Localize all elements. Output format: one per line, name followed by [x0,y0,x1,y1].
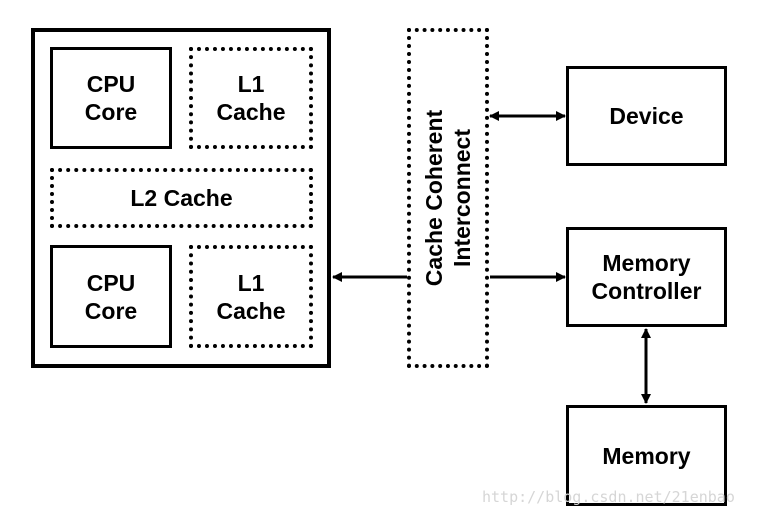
l1-cache-top-line2: Cache [216,99,286,125]
cpu-core-top: CPU Core [50,47,172,149]
cache-coherent-interconnect: Cache Coherent Interconnect [407,28,489,368]
l1-cache-top-line1: L1 [237,71,265,97]
cpu-core-bottom-line1: CPU [86,269,136,296]
l1-cache-bottom-line2: Cache [216,297,286,324]
memory-label: Memory [602,442,691,469]
device-box: Device [566,66,727,166]
cpu-core-top-line2: Core [84,99,138,125]
l1-cache-bottom: L1 Cache [189,245,313,348]
memory-controller-line1: Memory [602,250,691,276]
l2-cache: L2 Cache [50,168,313,228]
device-label: Device [609,103,684,129]
l1-cache-top: L1 Cache [189,47,313,149]
cpu-cluster [31,28,331,368]
cpu-core-bottom: CPU Core [50,245,172,348]
cpu-core-top-line1: CPU [86,71,136,97]
memory-box: Memory [566,405,727,506]
l1-cache-bottom-line1: L1 [237,269,265,296]
memory-controller-box: Memory Controller [566,227,727,327]
l2-cache-label: L2 Cache [130,185,233,211]
watermark-text: http://blog.csdn.net/21enbao [482,488,735,506]
memory-controller-line2: Controller [591,278,702,304]
cpu-core-bottom-line2: Core [84,297,138,324]
